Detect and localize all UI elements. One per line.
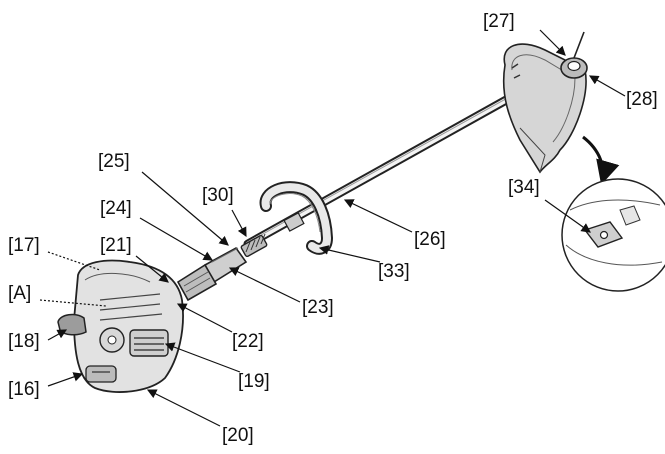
callout-16: [16] xyxy=(8,379,40,400)
detail-arrow xyxy=(582,135,620,185)
callout-18: [18] xyxy=(8,331,40,352)
callout-33: [33] xyxy=(378,261,410,282)
loop-handle xyxy=(259,181,334,255)
callout-A: [A] xyxy=(8,283,32,304)
callout-23: [23] xyxy=(302,297,334,318)
callout-22: [22] xyxy=(232,331,264,352)
callout-34: [34] xyxy=(508,177,540,198)
callout-30: [30] xyxy=(202,185,234,206)
engine-unit xyxy=(73,259,184,393)
callout-27: [27] xyxy=(483,11,515,32)
callout-20: [20] xyxy=(222,425,254,446)
cutter-head xyxy=(560,31,588,79)
callout-25: [25] xyxy=(98,151,130,172)
detail-inset xyxy=(561,178,665,292)
callout-19: [19] xyxy=(238,371,270,392)
callout-28: [28] xyxy=(626,89,658,110)
callout-26: [26] xyxy=(414,229,446,250)
callout-17: [17] xyxy=(8,235,40,256)
callout-24: [24] xyxy=(100,198,132,219)
callout-21: [21] xyxy=(100,235,132,256)
clutch-housing xyxy=(176,246,248,302)
leader-lines xyxy=(39,29,626,427)
shaft-collar xyxy=(240,233,268,258)
